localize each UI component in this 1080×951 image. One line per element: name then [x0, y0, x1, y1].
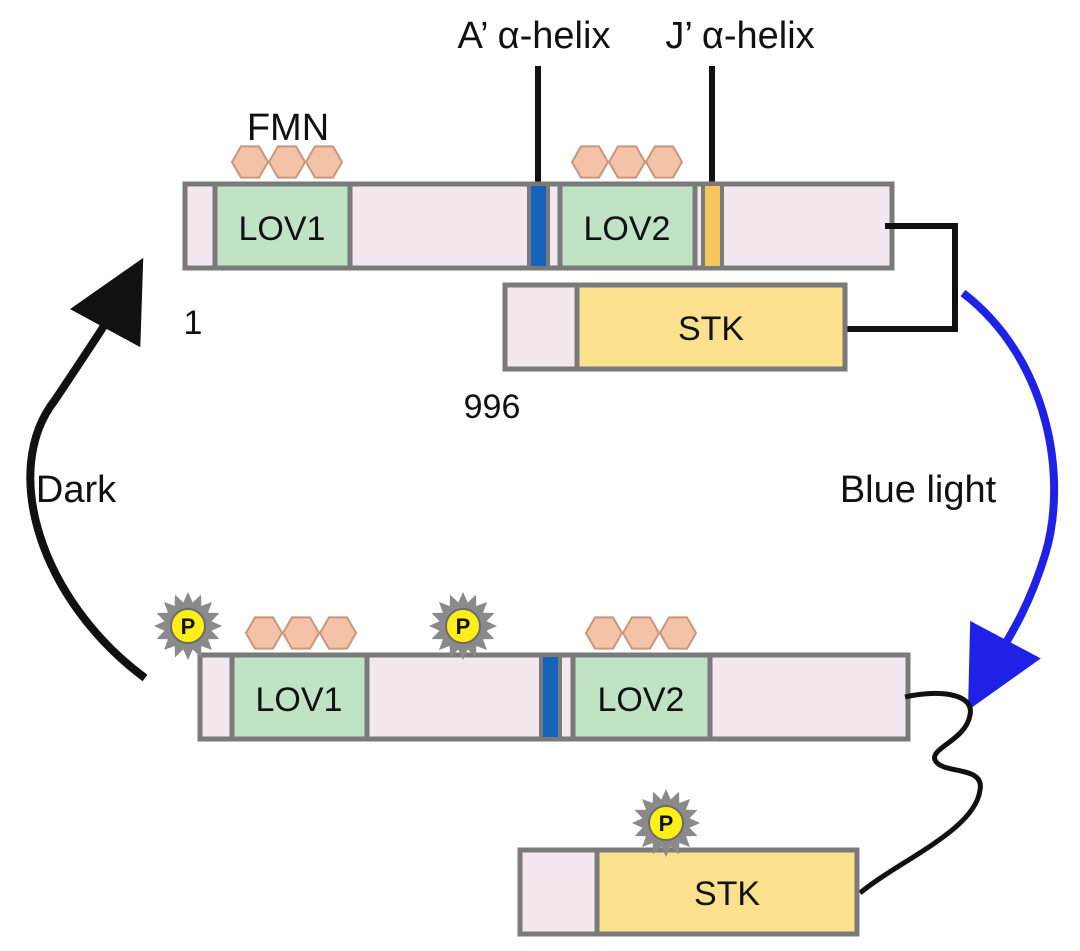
bottom-lov2-domain [570, 652, 713, 742]
fmn-label: FMN [247, 107, 329, 149]
fmn-chromophores-bottom [244, 616, 698, 650]
phospho-site-stk-label: P [659, 811, 674, 836]
lov1-top-fmn-ring-3 [304, 145, 344, 179]
bottom-a-helix [539, 653, 562, 741]
dark-state-protein: LOV1 LOV2 STK [182, 66, 958, 372]
lov2-top-fmn-ring-3 [644, 145, 684, 179]
lov1-bottom-fmn-ring-3 [318, 616, 358, 650]
phospho-site-nterm: P [154, 592, 222, 660]
lov1-top-fmn-ring-1 [230, 145, 270, 179]
phospho-site-stk: P [632, 789, 700, 857]
residue-996-label: 996 [464, 388, 521, 426]
phospho-site-linker: P [429, 592, 497, 660]
top-a-helix [527, 182, 550, 270]
bottom-unfolded-linker [858, 690, 983, 895]
lov1-bottom-fmn-ring-1 [244, 616, 284, 650]
top-lov1-label: LOV1 [239, 210, 326, 248]
top-lov2-label: LOV2 [584, 210, 671, 248]
dark-arrow [26, 257, 148, 682]
phospho-site-linker-label: P [456, 614, 471, 639]
phosphorylation-sites: P P P [154, 592, 700, 857]
top-lov2-domain [557, 181, 698, 271]
bottom-stk-label: STK [694, 875, 760, 913]
lov1-top-fmn-ring-2 [267, 145, 307, 179]
top-lov1-domain [212, 181, 353, 271]
lov2-top-fmn-ring-1 [570, 145, 610, 179]
lov1-bottom-fmn-ring-2 [281, 616, 321, 650]
bottom-lov2-label: LOV2 [598, 681, 685, 719]
lov2-top-fmn-ring-2 [607, 145, 647, 179]
top-stk-label: STK [678, 310, 744, 348]
phospho-site-nterm-circle [170, 608, 206, 644]
bottom-lov1-label: LOV1 [256, 681, 343, 719]
fmn-chromophores-top [230, 145, 684, 179]
a-helix-label: A’ α-helix [458, 15, 611, 57]
phospho-site-linker-circle [445, 608, 481, 644]
blue-light-arrow [960, 289, 1059, 711]
lov2-bottom-fmn-ring-2 [621, 616, 661, 650]
top-stk-domain [574, 282, 848, 372]
top-j-helix [701, 182, 724, 270]
bottom-stk-domain [594, 847, 860, 937]
lov2-bottom-fmn-ring-3 [658, 616, 698, 650]
light-state-protein: LOV1 LOV2 STK [197, 652, 983, 937]
j-helix-label: J’ α-helix [665, 15, 814, 57]
top-connector [845, 223, 958, 332]
dark-label: Dark [36, 469, 117, 511]
lov2-bottom-fmn-ring-1 [584, 616, 624, 650]
phospho-site-nterm-label: P [181, 614, 196, 639]
bottom-lov1-domain [229, 652, 370, 742]
phospho-site-stk-circle [648, 805, 684, 841]
residue-1-label: 1 [184, 304, 203, 342]
blue-light-label: Blue light [840, 469, 997, 511]
